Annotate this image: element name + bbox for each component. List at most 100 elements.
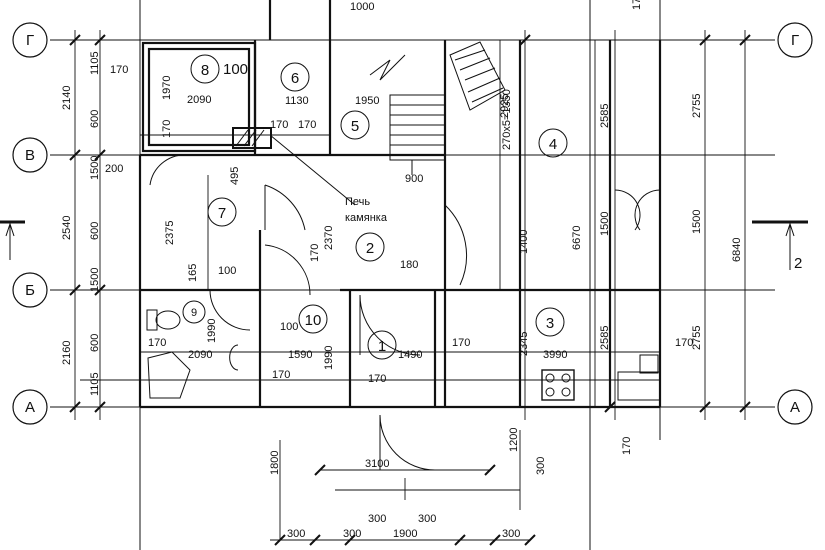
room-1: 1 (367, 330, 397, 360)
svg-text:8: 8 (201, 62, 209, 79)
svg-text:600: 600 (89, 110, 101, 128)
axis-marker-b-left: Б (12, 272, 48, 308)
svg-text:1800: 1800 (269, 451, 281, 475)
axis-marker-a-left: А (12, 389, 48, 425)
dimension-ticks (69, 34, 751, 546)
toilet (146, 309, 181, 331)
room-10: 10 (298, 304, 328, 334)
svg-text:600: 600 (89, 222, 101, 240)
svg-text:2090: 2090 (188, 349, 212, 361)
svg-text:А: А (790, 399, 800, 416)
svg-text:170: 170 (368, 373, 386, 385)
svg-text:170: 170 (161, 120, 173, 138)
dimension-lines (74, 30, 746, 541)
kitchen-sink (617, 354, 661, 401)
svg-text:1990: 1990 (206, 319, 218, 343)
room-9: 9 (182, 300, 206, 324)
svg-text:1200: 1200 (508, 428, 520, 452)
doors (149, 154, 661, 471)
svg-text:165: 165 (187, 264, 199, 282)
room-markers: 1 2 3 4 5 6 7 8 9 10 (182, 54, 568, 360)
svg-text:2375: 2375 (164, 221, 176, 245)
chimney-hatch (449, 41, 506, 111)
svg-text:300: 300 (287, 528, 305, 540)
svg-text:300: 300 (418, 513, 436, 525)
svg-text:1900: 1900 (393, 528, 417, 540)
axis-marker-g-left: Г (12, 22, 48, 58)
stair-dim-label: 270x5=1350 (501, 89, 513, 150)
svg-text:1: 1 (378, 338, 386, 355)
svg-text:10: 10 (305, 312, 322, 329)
svg-text:170: 170 (675, 337, 693, 349)
svg-text:6840: 6840 (731, 238, 743, 262)
room-2: 2 (355, 232, 385, 262)
svg-text:2755: 2755 (691, 326, 703, 350)
svg-text:1950: 1950 (355, 95, 379, 107)
section-number: 2 (794, 255, 802, 272)
svg-text:300: 300 (368, 513, 386, 525)
axis-marker-a-right: А (777, 389, 813, 425)
shower-tray (147, 351, 191, 399)
svg-text:170: 170 (621, 437, 633, 455)
svg-text:2160: 2160 (61, 341, 73, 365)
svg-text:170: 170 (148, 337, 166, 349)
svg-text:7: 7 (218, 205, 226, 222)
svg-text:3100: 3100 (365, 458, 389, 470)
svg-text:495: 495 (229, 167, 241, 185)
svg-text:170: 170 (110, 64, 128, 76)
svg-text:2585: 2585 (599, 104, 611, 128)
svg-text:170: 170 (298, 119, 316, 131)
svg-text:170: 170 (272, 369, 290, 381)
axis-marker-g-right: Г (777, 22, 813, 58)
axis-lines (50, 0, 775, 550)
svg-text:6: 6 (291, 70, 299, 87)
svg-text:180: 180 (400, 259, 418, 271)
svg-text:100: 100 (218, 265, 236, 277)
svg-text:300: 300 (502, 528, 520, 540)
room-7: 7 (207, 197, 237, 227)
room-6: 6 (280, 62, 310, 92)
svg-text:2090: 2090 (187, 94, 211, 106)
section-cut-left (0, 220, 25, 260)
svg-text:Г: Г (791, 32, 799, 49)
svg-text:1970: 1970 (161, 76, 173, 100)
svg-text:170: 170 (270, 119, 288, 131)
svg-text:200: 200 (105, 163, 123, 175)
stove-box (232, 127, 356, 206)
svg-text:2585: 2585 (599, 326, 611, 350)
svg-text:1105: 1105 (89, 372, 101, 396)
room-4: 4 (538, 128, 568, 158)
svg-text:300: 300 (343, 528, 361, 540)
svg-text:1500: 1500 (691, 210, 703, 234)
svg-text:9: 9 (191, 307, 197, 319)
svg-text:2370: 2370 (323, 226, 335, 250)
svg-text:5: 5 (351, 118, 359, 135)
svg-text:3: 3 (546, 315, 554, 332)
stove-label-2: камянка (345, 212, 388, 224)
svg-text:В: В (25, 147, 35, 164)
svg-text:900: 900 (405, 173, 423, 185)
svg-text:Г: Г (26, 32, 34, 49)
svg-text:170: 170 (309, 244, 321, 262)
svg-text:2: 2 (366, 240, 374, 257)
axis-marker-v-left: В (12, 137, 48, 173)
svg-text:1990: 1990 (323, 346, 335, 370)
svg-text:А: А (25, 399, 35, 416)
svg-text:1105: 1105 (89, 51, 101, 75)
svg-text:300: 300 (535, 457, 547, 475)
area-10: 100 (280, 321, 298, 333)
svg-text:170: 170 (452, 337, 470, 349)
stove-label-1: Печь (345, 196, 370, 208)
svg-text:1130: 1130 (285, 95, 309, 107)
svg-text:1000: 1000 (350, 1, 374, 13)
svg-text:1500: 1500 (89, 268, 101, 292)
svg-text:2540: 2540 (61, 216, 73, 240)
svg-text:2140: 2140 (61, 86, 73, 110)
room-8: 8 (190, 54, 220, 84)
hob (541, 369, 575, 401)
svg-text:1500: 1500 (599, 212, 611, 236)
dimension-texts-vertical: 1105 2140 600 1500 2540 600 1500 2160 60… (61, 0, 743, 475)
svg-text:1590: 1590 (288, 349, 312, 361)
dimension-texts: 1000 170 2090 1130 170 170 1950 900 200 … (105, 1, 693, 540)
svg-text:3990: 3990 (543, 349, 567, 361)
